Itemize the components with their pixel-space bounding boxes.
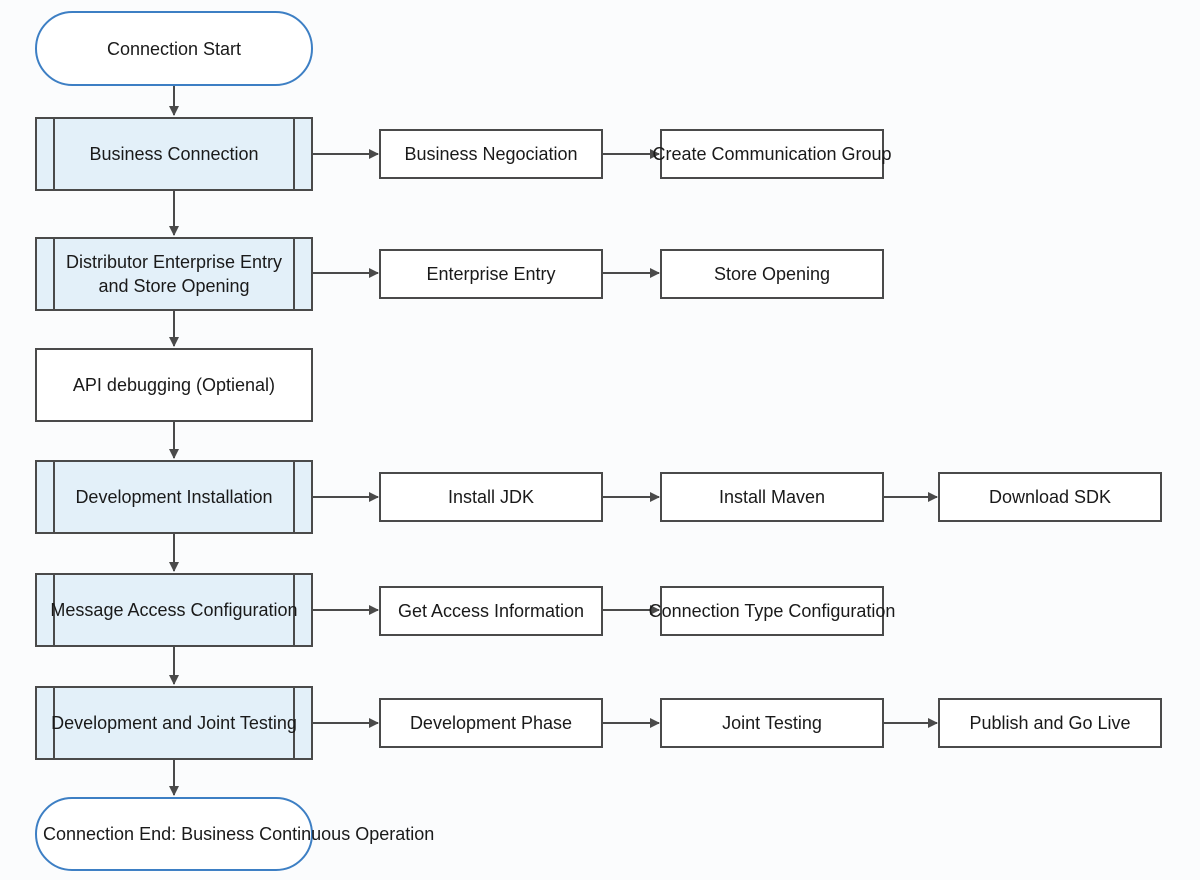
substep-connection-type-configuration: Connection Type Configuration <box>649 586 895 636</box>
step-distributor-enterprise-entry: Distributor Enterprise Entry and Store O… <box>35 237 313 311</box>
substep-store-opening: Store Opening <box>660 249 884 299</box>
substep-label: Development Phase <box>409 713 573 733</box>
substep-enterprise-entry: Enterprise Entry <box>379 249 603 299</box>
substep-label: Download SDK <box>988 487 1112 507</box>
substep-label: Create Communication Group <box>652 144 892 164</box>
substep-download-sdk: Download SDK <box>938 472 1162 522</box>
substep-publish-and-go-live: Publish and Go Live <box>938 698 1162 748</box>
substep-label: Connection Type Configuration <box>648 601 896 621</box>
step-api-debugging: API debugging (Optienal) <box>35 348 313 422</box>
step-development-installation: Development Installation <box>35 460 313 534</box>
substep-business-negociation: Business Negociation <box>379 129 603 179</box>
substep-joint-testing: Joint Testing <box>660 698 884 748</box>
substep-label: Enterprise Entry <box>426 264 556 284</box>
start-node-label: Connection Start <box>106 38 242 59</box>
substep-development-phase: Development Phase <box>379 698 603 748</box>
step-label: Distributor Enterprise Entry and Store O… <box>65 252 283 296</box>
substep-label: Install JDK <box>447 487 535 507</box>
substep-install-maven: Install Maven <box>660 472 884 522</box>
step-development-and-joint-testing: Development and Joint Testing <box>35 686 313 760</box>
substep-label: Install Maven <box>718 487 826 507</box>
substep-create-communication-group: Create Communication Group <box>652 129 892 179</box>
step-label: Development Installation <box>75 487 273 507</box>
step-message-access-configuration: Message Access Configuration <box>35 573 313 647</box>
substep-label: Get Access Information <box>397 601 585 621</box>
step-label: Business Connection <box>89 144 259 164</box>
start-node: Connection Start <box>35 11 313 86</box>
substep-label: Publish and Go Live <box>969 713 1131 733</box>
end-node: Connection End: Business Continuous Oper… <box>35 797 434 871</box>
substep-label: Joint Testing <box>722 713 822 733</box>
substep-label: Store Opening <box>713 264 831 284</box>
substep-get-access-information: Get Access Information <box>379 586 603 636</box>
step-label: Message Access Configuration <box>50 600 298 620</box>
step-label: API debugging (Optienal) <box>72 375 276 395</box>
step-business-connection: Business Connection <box>35 117 313 191</box>
substep-label: Business Negociation <box>404 144 578 164</box>
end-node-label: Connection End: Business Continuous Oper… <box>43 824 435 844</box>
step-label: Development and Joint Testing <box>51 713 297 733</box>
substep-install-jdk: Install JDK <box>379 472 603 522</box>
